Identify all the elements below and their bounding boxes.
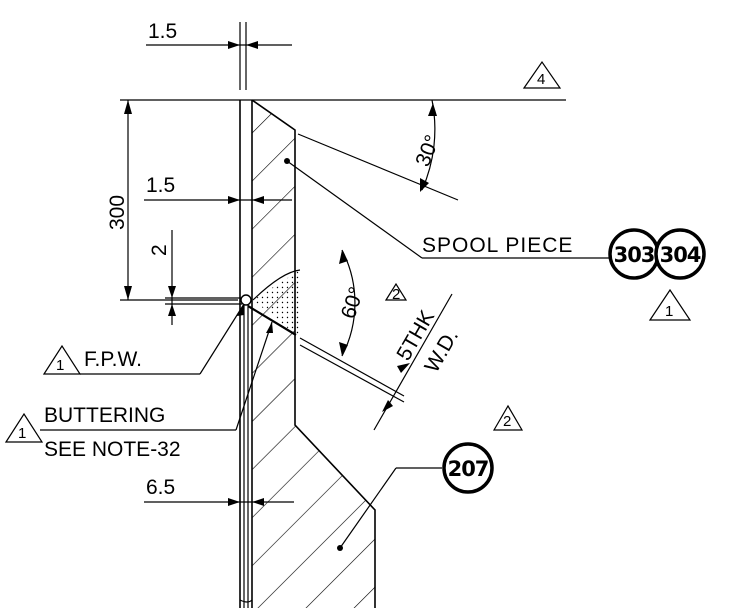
angle-30: 30° [297,99,459,201]
angle-60: 60° [299,249,405,403]
spool-piece-label: SPOOL PIECE [422,234,573,257]
dim-height-label: 300 [106,195,129,230]
revision-triangle-part: 2 [492,404,524,431]
revision-triangle-buttering: 1 [4,412,44,443]
svg-text:2: 2 [503,413,511,430]
dim-offset: 2 [148,230,242,325]
spool-piece-callout: SPOOL PIECE 303 304 1 [284,158,706,321]
buttering-label: BUTTERING [44,404,165,427]
revision-triangle-spool: 1 [648,288,692,321]
dim-top-gap: 1.5 [146,20,292,90]
dim-top-gap-label: 1.5 [148,20,177,43]
weld-groove [240,269,301,338]
dim-offset-label: 2 [148,244,171,256]
part-bubble-304: 304 [654,228,706,280]
buttering-callout: BUTTERING SEE NOTE-32 1 [4,321,273,461]
dim-bottom-thickness: 6.5 [144,476,294,506]
dim-height: 300 [106,99,566,301]
svg-text:4: 4 [537,71,545,88]
dim-bottom-thickness-label: 6.5 [146,476,175,499]
svg-text:1: 1 [18,425,26,442]
part-bubble-303: 303 [608,228,660,280]
dim-mid-gap: 1.5 [144,174,292,204]
svg-text:207: 207 [448,457,489,481]
svg-text:2: 2 [392,286,400,303]
svg-text:1: 1 [665,303,673,320]
svg-text:303: 303 [614,243,655,267]
angle-60-label: 60° [337,284,369,321]
fpw-callout: F.P.W. 1 [42,303,245,375]
buttering-layer [239,100,253,608]
revision-triangle-top: 4 [522,60,562,89]
svg-text:1: 1 [56,357,64,374]
svg-text:304: 304 [660,243,701,267]
part-207-callout: 207 2 [337,404,524,551]
dim-mid-gap-label: 1.5 [146,174,175,197]
see-note-label: SEE NOTE-32 [44,438,181,461]
angle-30-label: 30° [411,132,444,170]
revision-triangle-fpw: 1 [42,344,82,375]
revision-triangle-weld: 2 [384,282,408,303]
fpw-label: F.P.W. [84,348,142,371]
part-bubble-207: 207 [442,442,494,494]
weld-depth: 5THK W.D. 2 [373,282,463,431]
